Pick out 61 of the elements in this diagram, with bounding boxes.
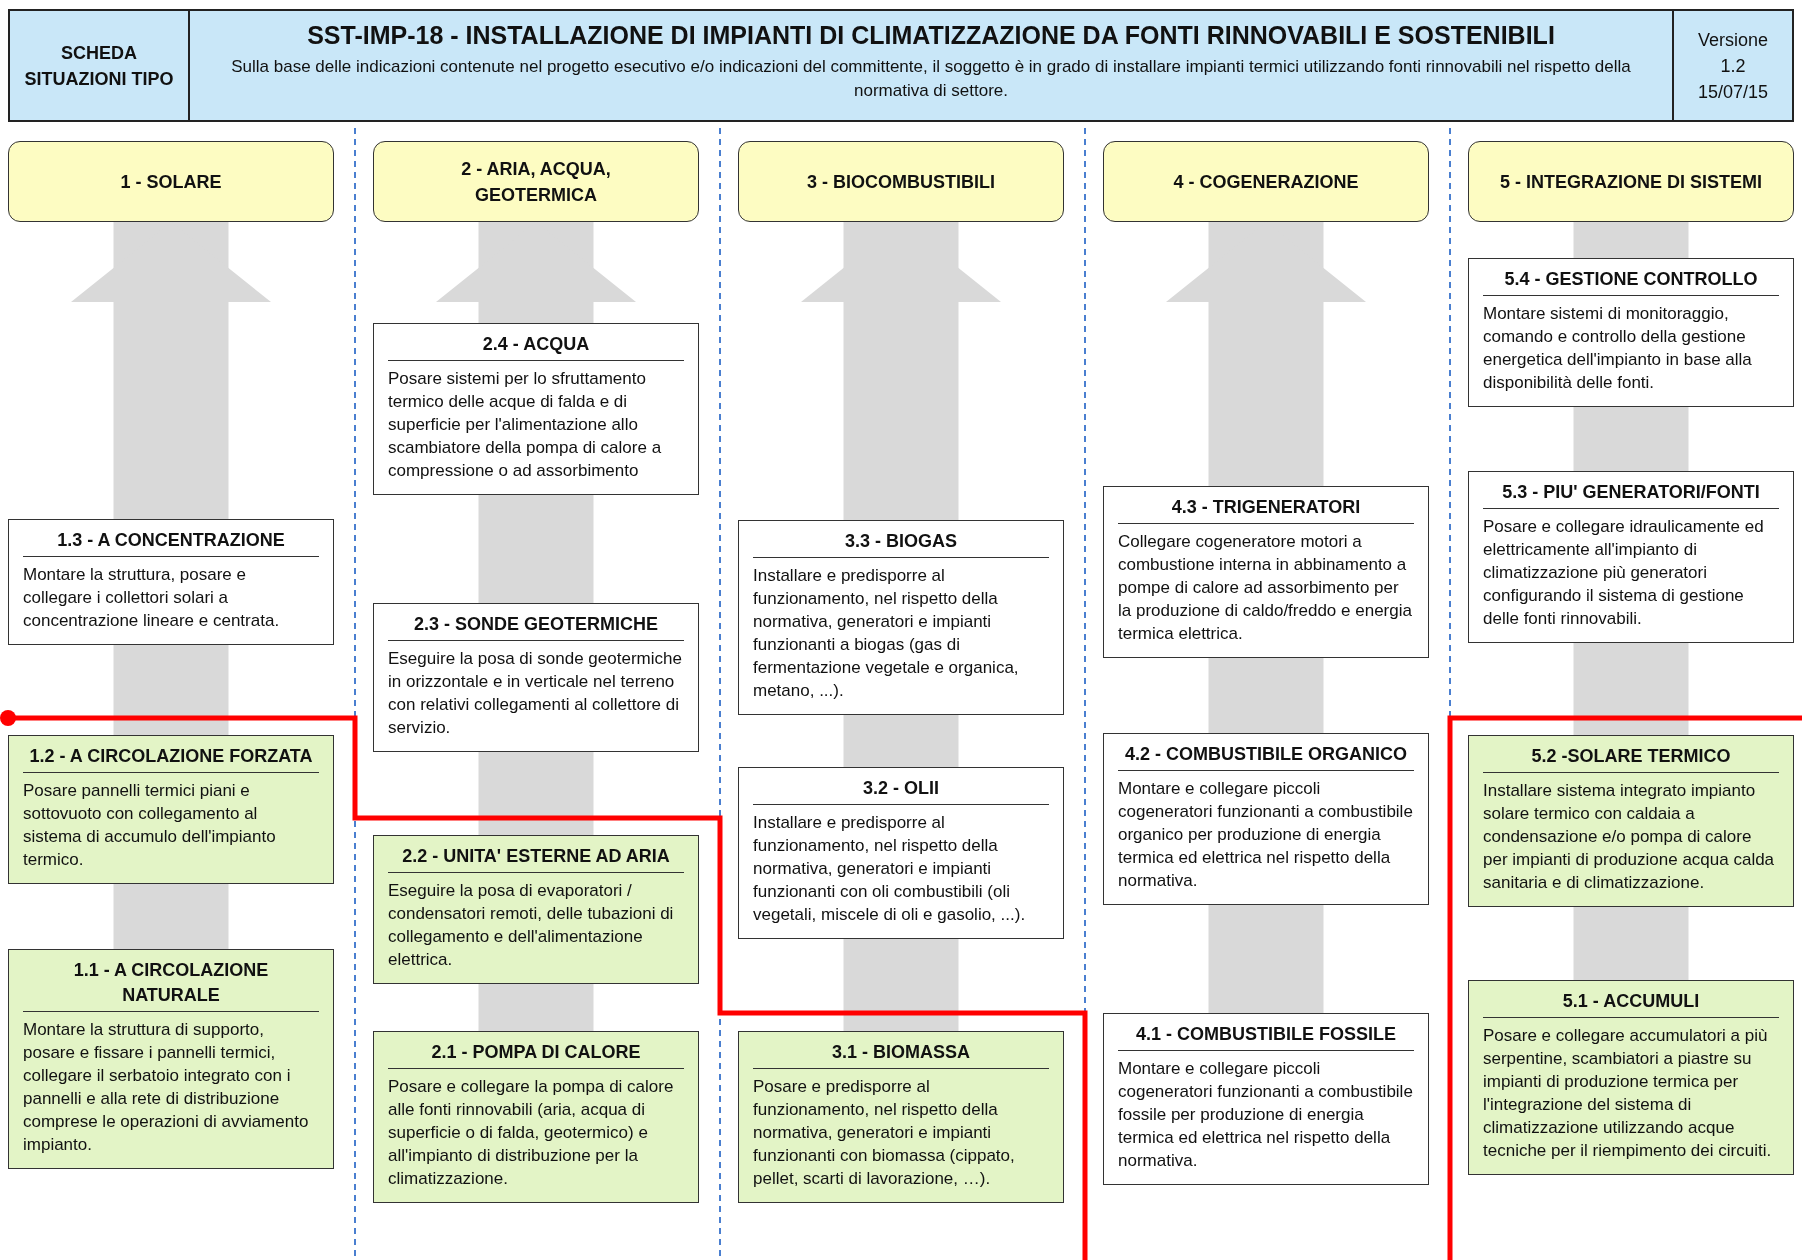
card-heading: 2.4 - ACQUA <box>388 332 684 361</box>
title: SST-IMP-18 - INSTALLAZIONE DI IMPIANTI DI CLIMATIZZAZIONE DA FONTI RINNOVABILI E SOSTENIBILI <box>306 20 1556 51</box>
card-description: Eseguire la posa di evaporatori / condensatori remoti, delle tubazioni di collegamento e dell'alimentazione elettrica. <box>388 880 675 971</box>
card-heading: 3.1 - BIOMASSA <box>753 1040 1049 1069</box>
card-heading: 5.1 - ACCUMULI <box>1483 989 1779 1018</box>
task-card <box>738 767 1064 939</box>
column-header: 1 - SOLARE <box>8 141 334 222</box>
card-heading: 5.4 - GESTIONE CONTROLLO <box>1483 267 1779 296</box>
task-card <box>1468 258 1794 407</box>
card-heading: 2.2 - UNITA' ESTERNE AD ARIA <box>388 844 684 873</box>
column-header: 3 - BIOCOMBUSTIBILI <box>738 141 1064 222</box>
card-description: Installare e predisporre al funzionamento, nel rispetto della normativa, generatori e impianti funzionanti con oli combustibili (oli vegetali, miscele di oli e gasolio, ...). <box>753 812 1027 926</box>
card-description: Eseguire la posa di sonde geotermiche in orizzontale e in verticale nel terreno con relativi collegamenti al collettore di servizio. <box>388 648 683 739</box>
column-header: 2 - ARIA, ACQUA, GEOTERMICA <box>373 141 699 222</box>
card-heading: 4.3 - TRIGENERATORI <box>1118 495 1414 524</box>
task-card <box>1103 486 1429 658</box>
column-header: 4 - COGENERAZIONE <box>1103 141 1429 222</box>
arrow <box>71 222 271 519</box>
task-card <box>1468 980 1794 1175</box>
column-header: 5 - INTEGRAZIONE DI SISTEMI <box>1468 141 1794 222</box>
task-card <box>738 1031 1064 1203</box>
card-heading: 3.3 - BIOGAS <box>753 529 1049 558</box>
card-heading: 5.2 -SOLARE TERMICO <box>1483 744 1779 773</box>
card-description: Posare e collegare idraulicamente ed elettricamente all'impianto di climatizzazione più generatori configurando il sistema di gestione delle fonti rinnovabili. <box>1483 516 1765 630</box>
card-description: Montare e collegare piccoli cogeneratori funzionanti a combustibile fossile per produzione di energia termica ed elettrica nel rispetto della normativa. <box>1118 1058 1414 1172</box>
card-description: Installare e predisporre al funzionamento, nel rispetto della normativa, generatori e impianti funzionanti a biogas (gas di fermentazione vegetale e organica, metano, ...). <box>753 565 1020 702</box>
card-description: Posare e collegare accumulatori a più serpentine, scambiatori a piastre su impianti di produzione termica per l'integrazione del sistema di climatizzazione utilizzando acque tecniche per il riempimento dei circuiti. <box>1483 1025 1773 1162</box>
card-heading: 4.1 - COMBUSTIBILE FOSSILE <box>1118 1022 1414 1051</box>
card-description: Posare pannelli termici piani e sottovuoto con collegamento al sistema di accumulo dell'impianto termico. <box>23 780 277 871</box>
card-description: Installare sistema integrato impianto solare termico con caldaia a condensazione e/o pompa di calore per impianti di produzione acqua calda sanitaria e di climatizzazione. <box>1483 780 1776 894</box>
card-description: Posare e predisporre al funzionamento, nel rispetto della normativa, generatori e impianti funzionanti con biomassa (cippato, pellet, scarti di lavorazione, …). <box>753 1076 1016 1190</box>
task-card <box>8 949 334 1169</box>
task-card <box>1103 1013 1429 1185</box>
card-description: Posare e collegare la pompa di calore alle fonti rinnovabili (aria, acqua di superficie o di falda, geotermico) e all'impianto di distribuzione per la climatizzazione. <box>388 1076 675 1190</box>
card-description: Montare e collegare piccoli cogeneratori funzionanti a combustibile organico per produzione di energia termica ed elettrica nel rispetto della normativa. <box>1118 778 1414 892</box>
task-card <box>373 323 699 495</box>
card-description: Montare sistemi di monitoraggio, comando e controllo della gestione energetica dell'impianto in base alla disponibilità delle fonti. <box>1483 303 1753 394</box>
card-heading: 3.2 - OLII <box>753 776 1049 805</box>
task-card <box>1468 471 1794 643</box>
card-heading: 1.2 - A CIRCOLAZIONE FORZATA <box>23 744 319 773</box>
task-card <box>1103 733 1429 905</box>
task-card <box>373 835 699 984</box>
card-description: Posare sistemi per lo sfruttamento termico delle acque di falda e di superficie per l'alimentazione allo scambiatore della pompa di calore a compressione o ad assorbimento <box>388 368 663 482</box>
task-card <box>373 1031 699 1203</box>
sheet-type-label: SCHEDA SITUAZIONI TIPO <box>8 9 190 122</box>
card-heading: 4.2 - COMBUSTIBILE ORGANICO <box>1118 742 1414 771</box>
task-card <box>738 520 1064 715</box>
card-heading: 2.1 - POMPA DI CALORE <box>388 1040 684 1069</box>
card-heading: 1.3 - A CONCENTRAZIONE <box>23 528 319 557</box>
task-card <box>373 603 699 752</box>
task-card <box>8 735 334 884</box>
version-label: Versione 1.2 15/07/15 <box>1672 9 1794 122</box>
task-card <box>1468 735 1794 907</box>
card-description: Montare la struttura di supporto, posare e fissare i pannelli termici, collegare il serbatoio integrato con i pannelli e alla rete di distribuzione comprese le operazioni di avviamento impianto. <box>23 1019 310 1156</box>
card-heading: 2.3 - SONDE GEOTERMICHE <box>388 612 684 641</box>
task-card <box>8 519 334 645</box>
card-heading: 5.3 - PIU' GENERATORI/FONTI <box>1483 480 1779 509</box>
card-description: Collegare cogeneratore motori a combustione interna in abbinamento a pompe di calore ad assorbimento per la produzione di caldo/freddo e energia termica elettrica. <box>1118 531 1413 645</box>
subtitle: Sulla base delle indicazioni contenute nel progetto esecutivo e/o indicazioni del committente, il soggetto è in grado di installare impianti termici utilizzando fonti rinnovabili nel rispetto della normativa di settore. <box>230 56 1632 102</box>
card-description: Montare la struttura, posare e collegare i collettori solari a concentrazione lineare e centrata. <box>23 564 281 632</box>
card-heading: 1.1 - A CIRCOLAZIONE NATURALE <box>23 958 319 1012</box>
